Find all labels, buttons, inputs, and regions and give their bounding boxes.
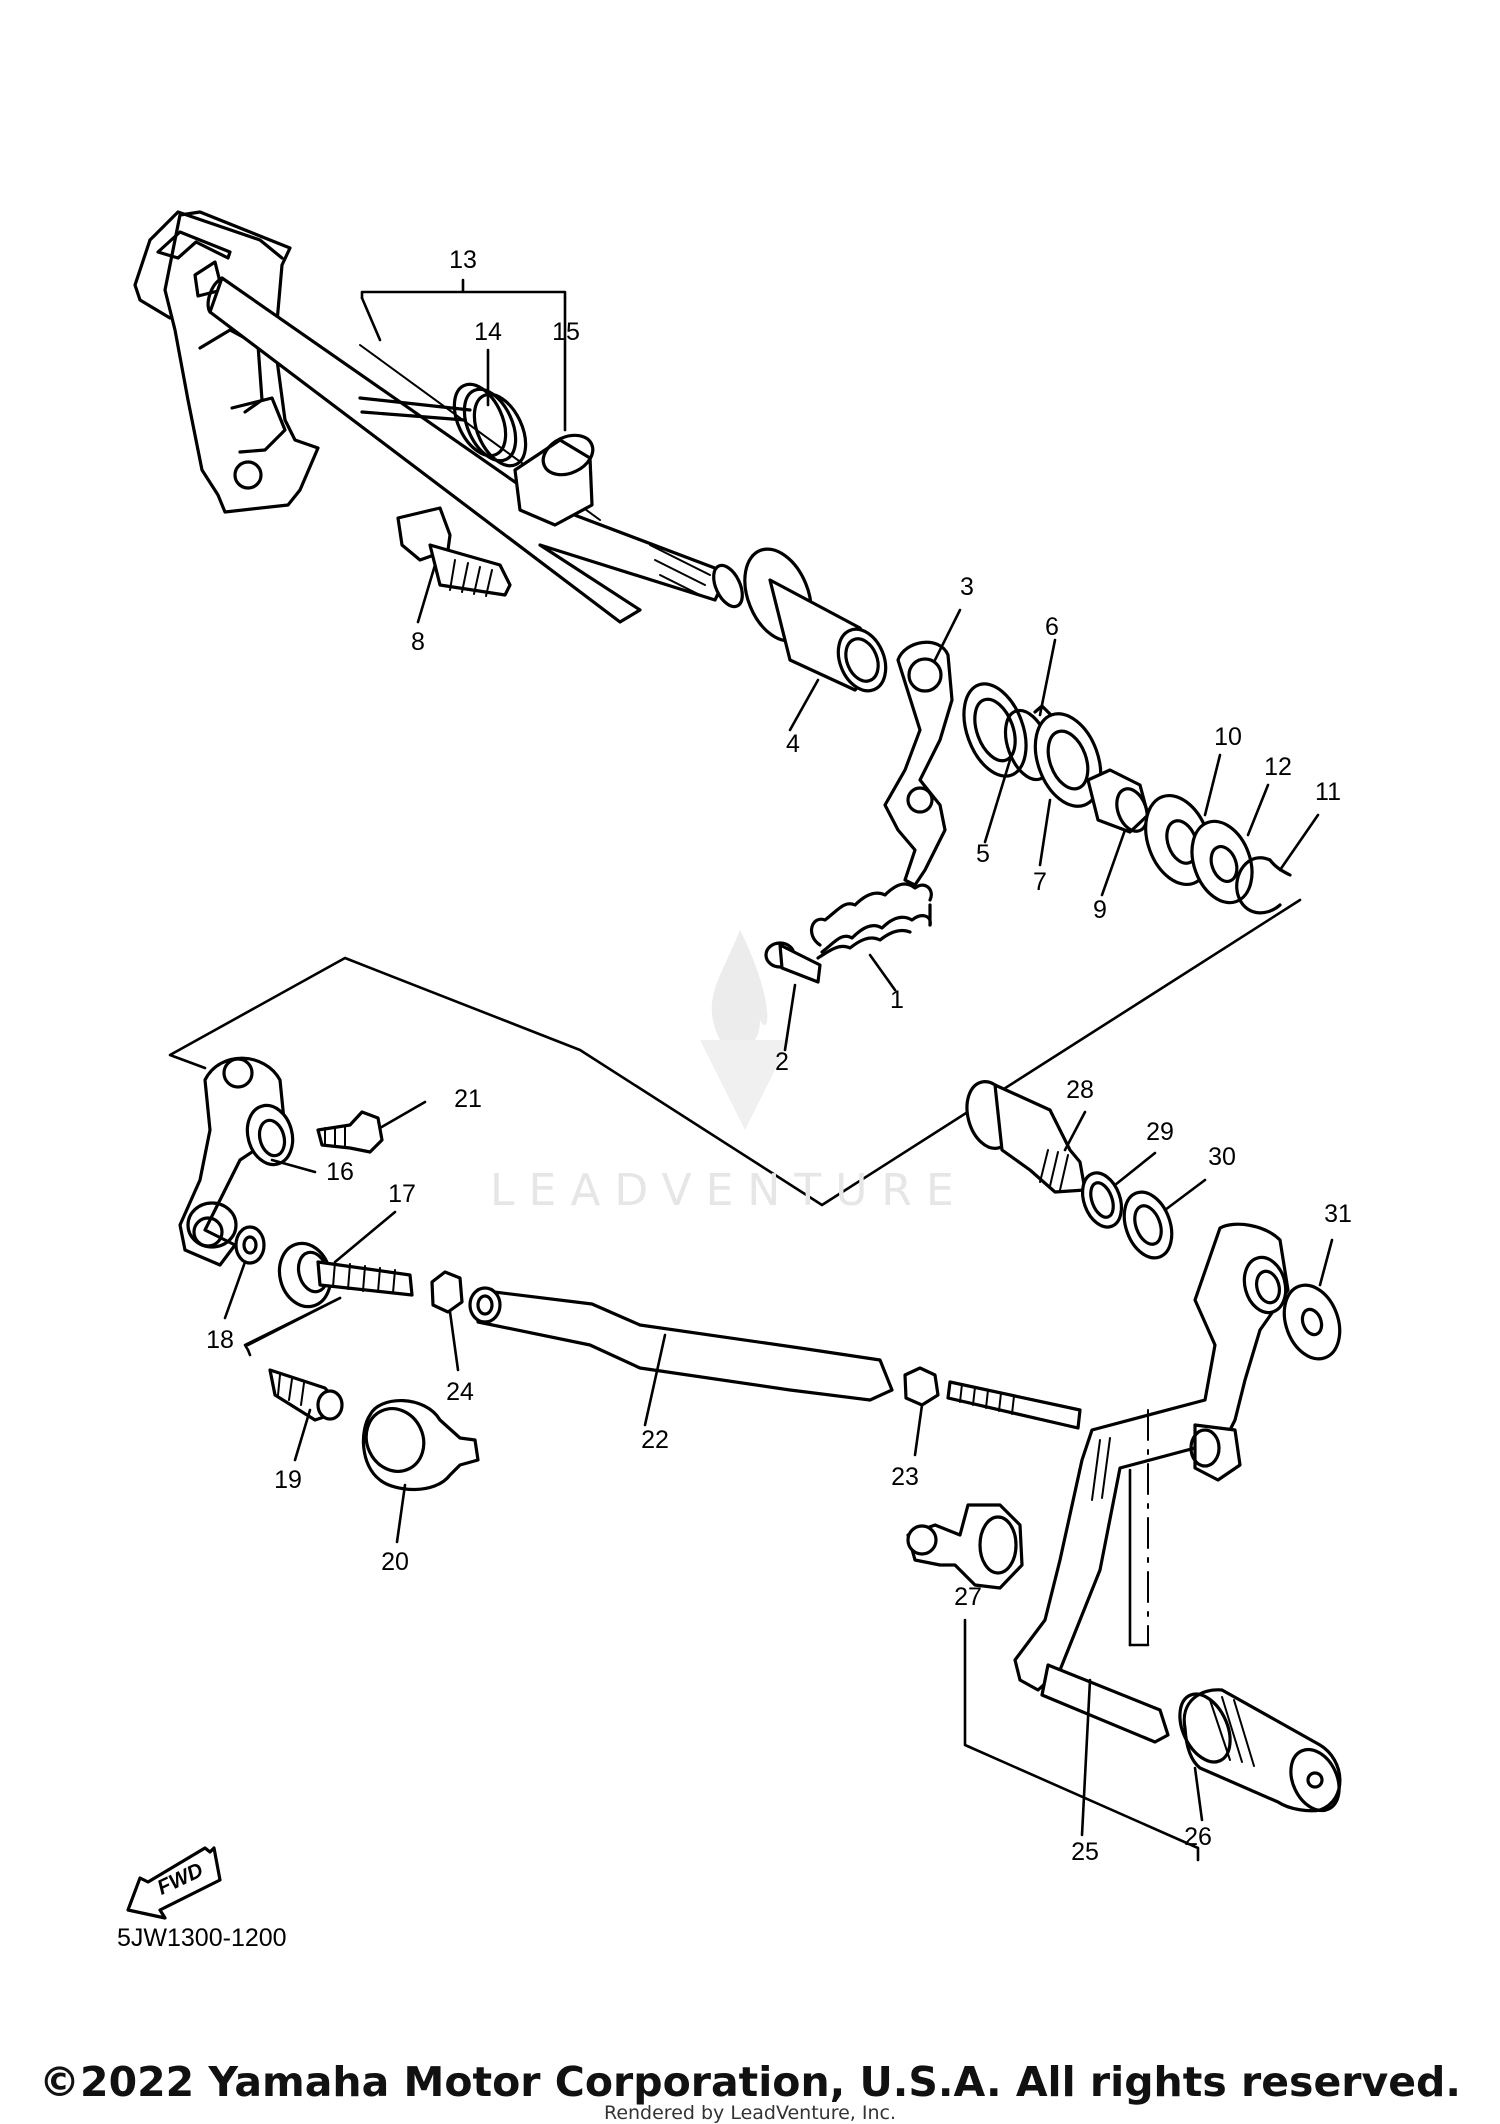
leader-lines-bottom bbox=[223, 1100, 1334, 1862]
part-1-spring bbox=[809, 882, 933, 960]
shift-shaft-assembly bbox=[133, 210, 744, 624]
callout-16: 16 bbox=[326, 1158, 354, 1186]
callout-28: 28 bbox=[1066, 1076, 1094, 1104]
callout-13: 13 bbox=[449, 246, 477, 274]
callout-5: 5 bbox=[976, 840, 990, 868]
copyright-notice: ©2022 Yamaha Motor Corporation, U.S.A. A… bbox=[39, 2058, 1461, 2106]
part-20-boot bbox=[361, 1399, 480, 1492]
leadventure-logo-watermark bbox=[700, 930, 790, 1130]
part-31-washer bbox=[1282, 1283, 1342, 1361]
leader-lines-top bbox=[168, 278, 1320, 1207]
part-7-washer bbox=[1033, 712, 1103, 808]
callout-6: 6 bbox=[1045, 613, 1059, 641]
callout-12: 12 bbox=[1264, 753, 1292, 781]
callout-7: 7 bbox=[1033, 868, 1047, 896]
part-29-washer bbox=[1080, 1171, 1124, 1229]
part-23-nut bbox=[903, 1366, 940, 1407]
part-14-spring bbox=[358, 382, 528, 468]
part-24-nut bbox=[430, 1270, 464, 1314]
callout-22: 22 bbox=[641, 1426, 669, 1454]
callout-3: 3 bbox=[960, 573, 974, 601]
part-19-bolt bbox=[268, 1368, 344, 1422]
callout-24: 24 bbox=[446, 1378, 474, 1406]
callout-10: 10 bbox=[1214, 723, 1242, 751]
callout-29: 29 bbox=[1146, 1118, 1174, 1146]
callout-17: 17 bbox=[388, 1180, 416, 1208]
part-18-washer bbox=[234, 1225, 266, 1265]
part-25-shift-pedal bbox=[1013, 1222, 1290, 1744]
callout-26: 26 bbox=[1184, 1823, 1212, 1851]
callout-4: 4 bbox=[786, 730, 800, 758]
part-22-rod bbox=[468, 1286, 894, 1402]
part-6-washer bbox=[962, 682, 1028, 778]
part-9-bearing bbox=[1086, 768, 1150, 834]
callout-9: 9 bbox=[1093, 896, 1107, 924]
part-30-washer bbox=[1122, 1190, 1174, 1260]
watermark-text: LEADVENTURE bbox=[490, 1165, 968, 1216]
callout-19: 19 bbox=[274, 1466, 302, 1494]
callout-21: 21 bbox=[454, 1085, 482, 1113]
callout-31: 31 bbox=[1324, 1200, 1352, 1228]
part-26-rubber bbox=[1178, 1688, 1342, 1813]
callout-30: 30 bbox=[1208, 1143, 1236, 1171]
part-2-pin bbox=[764, 941, 822, 984]
part-17-rod-end bbox=[277, 1241, 414, 1309]
callout-14: 14 bbox=[474, 318, 502, 346]
callout-20: 20 bbox=[381, 1548, 409, 1576]
part-16-lever bbox=[178, 1056, 295, 1267]
part-8-bolt bbox=[396, 506, 512, 597]
pedal-rod-threads bbox=[946, 1380, 1082, 1430]
callout-1: 1 bbox=[890, 986, 904, 1014]
fwd-arrow-icon: FWD bbox=[126, 1846, 222, 1920]
callout-15: 15 bbox=[552, 318, 580, 346]
callout-8: 8 bbox=[411, 628, 425, 656]
callout-labels: 1 2 3 4 5 6 7 8 9 10 11 12 13 14 15 16 1… bbox=[206, 246, 1352, 1866]
part-21-bolt bbox=[316, 1110, 384, 1154]
part-27-bolt bbox=[906, 1503, 1024, 1590]
callout-2: 2 bbox=[775, 1048, 789, 1076]
diagram-code: 5JW1300-1200 bbox=[117, 1924, 287, 1952]
part-3-arm bbox=[883, 640, 954, 887]
callout-18: 18 bbox=[206, 1326, 234, 1354]
callout-23: 23 bbox=[891, 1463, 919, 1491]
callout-27: 27 bbox=[954, 1583, 982, 1611]
part-4-bushing bbox=[743, 547, 888, 693]
callout-25: 25 bbox=[1071, 1838, 1099, 1866]
callout-11: 11 bbox=[1315, 778, 1341, 806]
part-15-collar bbox=[513, 433, 595, 527]
rendered-by-notice: Rendered by LeadVenture, Inc. bbox=[603, 2102, 897, 2124]
